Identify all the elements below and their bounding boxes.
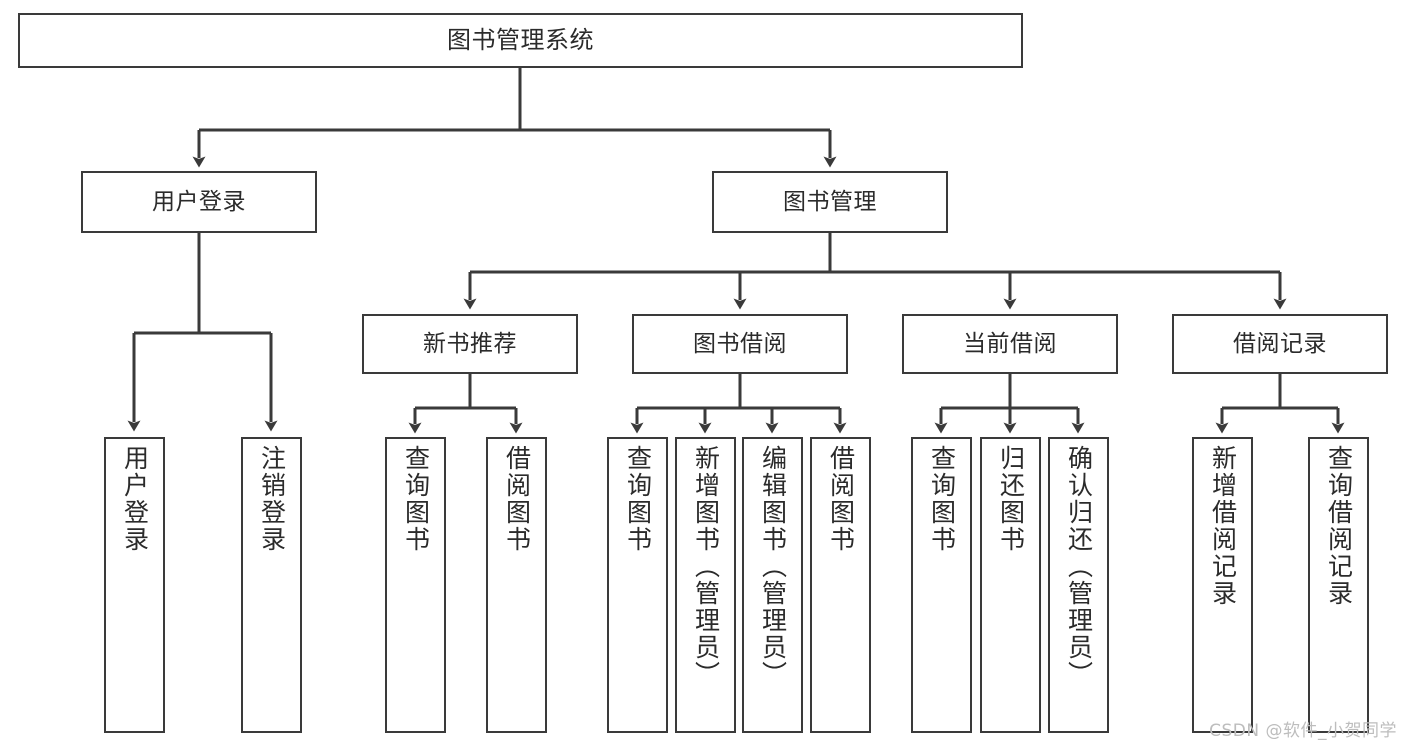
node-root-system[interactable]: 图书管理系统 bbox=[18, 13, 1023, 68]
leaf-borrow-book-recommend[interactable]: 借阅图书 bbox=[486, 437, 547, 733]
node-label: 查询借阅记录 bbox=[1324, 445, 1354, 607]
leaf-query-book-recommend[interactable]: 查询图书 bbox=[385, 437, 446, 733]
node-new-book-recommend[interactable]: 新书推荐 bbox=[362, 314, 578, 374]
node-current-borrow[interactable]: 当前借阅 bbox=[902, 314, 1118, 374]
leaf-query-book-borrow[interactable]: 查询图书 bbox=[607, 437, 668, 733]
node-book-borrow[interactable]: 图书借阅 bbox=[632, 314, 848, 374]
csdn-watermark: CSDN @软件_小贺同学 bbox=[1209, 721, 1397, 741]
leaf-borrow-book[interactable]: 借阅图书 bbox=[810, 437, 871, 733]
leaf-edit-book[interactable]: 编辑图书（管理员） bbox=[742, 437, 803, 733]
node-label: 新书推荐 bbox=[423, 330, 517, 357]
node-user-login[interactable]: 用户登录 bbox=[81, 171, 317, 233]
node-book-management[interactable]: 图书管理 bbox=[712, 171, 948, 233]
leaf-query-book-current[interactable]: 查询图书 bbox=[911, 437, 972, 733]
node-label: 查询图书 bbox=[927, 445, 957, 553]
node-label: 查询图书 bbox=[623, 445, 653, 553]
leaf-user-login[interactable]: 用户登录 bbox=[104, 437, 165, 733]
node-label: 借阅图书 bbox=[502, 445, 532, 553]
node-label: 借阅记录 bbox=[1233, 330, 1327, 357]
node-label: 图书管理系统 bbox=[447, 25, 594, 54]
node-label: 当前借阅 bbox=[963, 330, 1057, 357]
leaf-query-borrow-record[interactable]: 查询借阅记录 bbox=[1308, 437, 1369, 733]
node-label: 确认归还（管理员） bbox=[1064, 445, 1094, 688]
leaf-return-book[interactable]: 归还图书 bbox=[980, 437, 1041, 733]
node-label: 注销登录 bbox=[257, 445, 287, 553]
node-label: 用户登录 bbox=[152, 188, 246, 215]
node-label: 用户登录 bbox=[120, 445, 150, 553]
node-label: 图书管理 bbox=[783, 188, 877, 215]
node-label: 归还图书 bbox=[996, 445, 1026, 553]
node-label: 图书借阅 bbox=[693, 330, 787, 357]
node-label: 新增借阅记录 bbox=[1208, 445, 1238, 607]
leaf-confirm-return[interactable]: 确认归还（管理员） bbox=[1048, 437, 1109, 733]
node-label: 借阅图书 bbox=[826, 445, 856, 553]
leaf-add-book[interactable]: 新增图书（管理员） bbox=[675, 437, 736, 733]
leaf-add-borrow-record[interactable]: 新增借阅记录 bbox=[1192, 437, 1253, 733]
node-label: 查询图书 bbox=[401, 445, 431, 553]
leaf-logout-login[interactable]: 注销登录 bbox=[241, 437, 302, 733]
node-label: 新增图书（管理员） bbox=[691, 445, 721, 688]
node-borrow-record[interactable]: 借阅记录 bbox=[1172, 314, 1388, 374]
node-label: 编辑图书（管理员） bbox=[758, 445, 788, 688]
